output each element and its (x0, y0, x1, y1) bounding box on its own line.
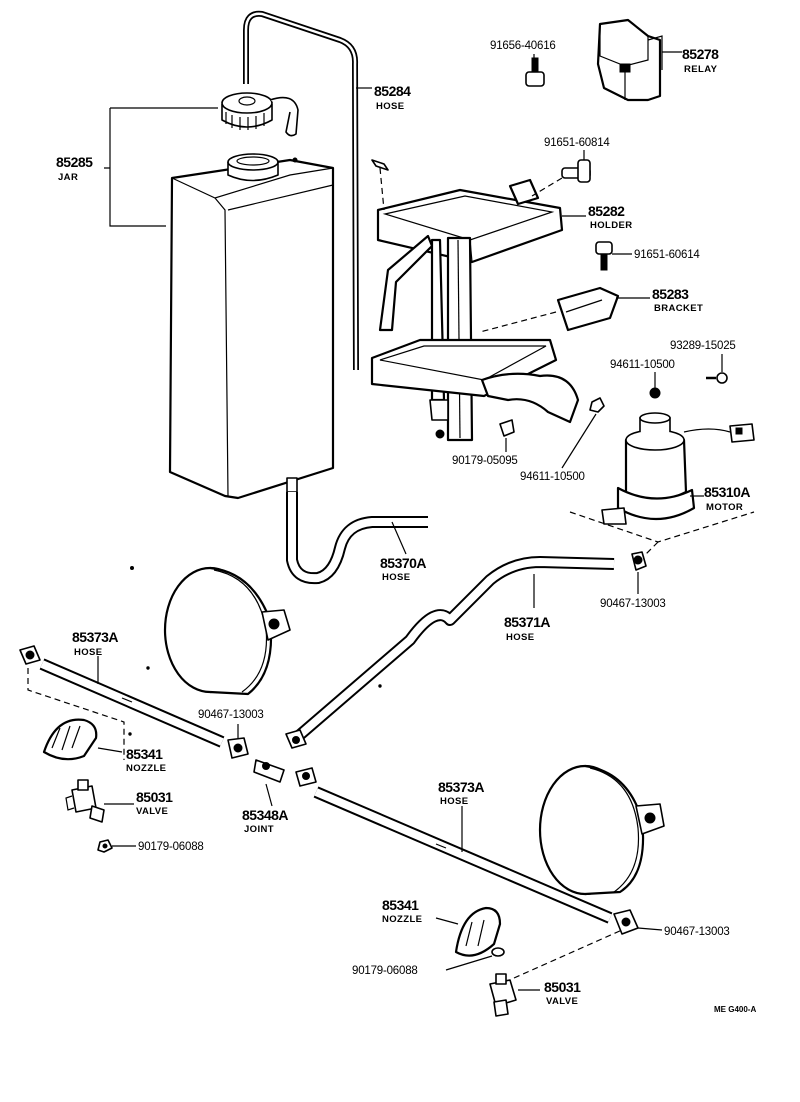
holder-bolt-drawing (371, 159, 591, 183)
hose-85284-name: HOSE (376, 101, 405, 112)
jar-number: 85285 (56, 154, 93, 170)
valve-left-drawing (65, 779, 105, 823)
hose-85373a-left-name: HOSE (74, 647, 103, 658)
valve-left-number: 85031 (136, 789, 173, 805)
figure-code: ME G400-A (714, 1005, 756, 1014)
hose-85370a-number: 85370A (380, 555, 426, 571)
motor-clip-part-number: 90467-13003 (600, 598, 666, 610)
hose-right-end-clip-drawing (613, 909, 639, 935)
holder-left-nut-part-number: 90179-05095 (452, 455, 518, 467)
nozzle-left-drawing (42, 718, 98, 761)
bracket-drawing (556, 286, 620, 332)
joint-number: 85348A (242, 807, 288, 823)
relay-drawing (596, 18, 663, 102)
nut-right-drawing (491, 947, 505, 957)
bracket-bolt-part-number: 91651-60614 (634, 249, 700, 261)
motor-number: 85310A (704, 484, 750, 500)
valve-right-nut-part-number: 90179-06088 (352, 965, 418, 977)
bracket-bolt-drawing (595, 241, 613, 271)
holder-bolt-part-number: 91651-60814 (544, 137, 610, 149)
holder-nut-drawing (499, 397, 605, 437)
motor-name: MOTOR (706, 502, 743, 513)
hose-85373a-right-drawing (313, 786, 613, 924)
nozzle-right-name: NOZZLE (382, 914, 422, 925)
motor-nut-part-number: 94611-10500 (610, 359, 675, 371)
joint-name: JOINT (244, 824, 274, 835)
holder-name: HOLDER (590, 220, 633, 231)
holder-nut-part-number: 94611-10500 (520, 471, 585, 483)
nozzle-right-drawing (454, 906, 502, 957)
holder-number: 85282 (588, 203, 625, 219)
hose-left-end-clip-drawing (19, 645, 41, 665)
hose-85373a-right-number: 85373A (438, 779, 484, 795)
hose-85373a-right-name: HOSE (440, 796, 469, 807)
relay-name: RELAY (684, 64, 718, 75)
leader-lines (97, 51, 723, 991)
nozzle-left-number: 85341 (126, 746, 163, 762)
motor-screw-part-number: 93289-15025 (670, 340, 736, 352)
hose-85371a-name: HOSE (506, 632, 535, 643)
hose-85370a-name: HOSE (382, 572, 411, 583)
nozzle-right-number: 85341 (382, 897, 419, 913)
relay-bolt-drawing (525, 57, 545, 87)
bracket-name: BRACKET (654, 303, 703, 314)
motor-screw-drawing (706, 372, 728, 384)
relay-bolt-part-number: 91656-40616 (490, 40, 556, 52)
valve-left-name: VALVE (136, 806, 168, 817)
bracket-number: 85283 (652, 286, 689, 302)
nut-left-drawing (97, 839, 113, 853)
motor-drawing (601, 412, 755, 525)
valve-right-number: 85031 (544, 979, 581, 995)
jar-name: JAR (58, 172, 78, 183)
right-clip-part-number: 90467-13003 (664, 926, 730, 938)
hose-85371a-number: 85371A (504, 614, 550, 630)
hose-85373a-left-number: 85373A (72, 629, 118, 645)
relay-number: 85278 (682, 46, 719, 62)
headlamp-right-drawing (538, 764, 665, 896)
hose-85284-number: 85284 (374, 83, 411, 99)
hose-85371a-drawing (290, 556, 615, 745)
motor-clip-drawing (631, 551, 647, 571)
motor-nut-drawing (649, 387, 661, 399)
headlamp-left-drawing (163, 566, 291, 696)
joint-clip-part-number: 90467-13003 (198, 709, 264, 721)
valve-right-drawing (489, 973, 517, 1017)
jar-drawing (168, 153, 335, 500)
valve-left-nut-part-number: 90179-06088 (138, 841, 204, 853)
hose-85373a-left-drawing (39, 658, 225, 748)
joint-drawing (227, 729, 317, 787)
holder-drawing (370, 178, 580, 442)
nozzle-left-name: NOZZLE (126, 763, 166, 774)
jar-cap-drawing (221, 92, 299, 137)
valve-right-name: VALVE (546, 996, 578, 1007)
